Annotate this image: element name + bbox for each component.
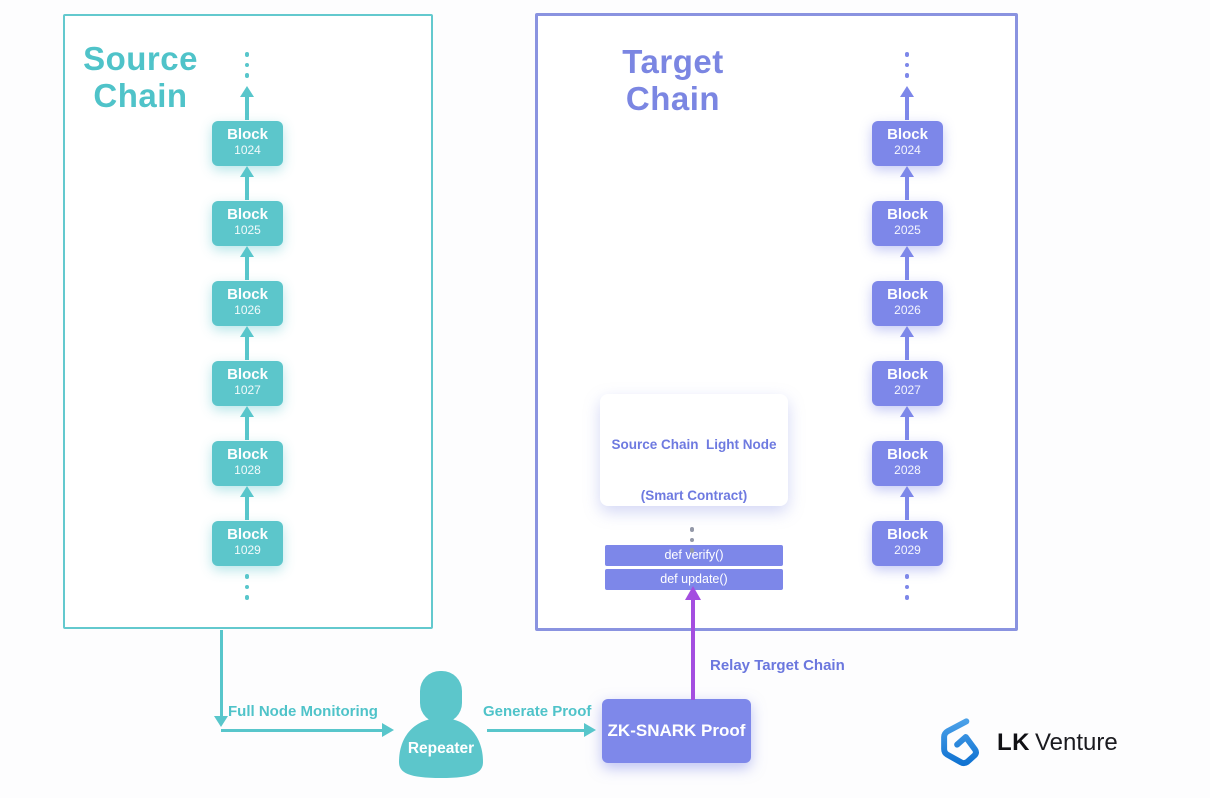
up-arrow-icon bbox=[900, 166, 914, 200]
repeater-label: Repeater bbox=[407, 740, 475, 757]
source-chain-title-line1: Source bbox=[83, 40, 198, 77]
source-block-1029: Block 1029 bbox=[212, 521, 283, 566]
source-block-1028: Block 1028 bbox=[212, 441, 283, 486]
up-arrow-icon bbox=[240, 326, 254, 360]
source-block-1024: Block 1024 bbox=[212, 121, 283, 166]
up-arrow-icon bbox=[900, 326, 914, 360]
up-arrow-icon bbox=[240, 86, 254, 120]
target-block-2025: Block 2025 bbox=[872, 201, 943, 246]
target-block-2027: Block 2027 bbox=[872, 361, 943, 406]
target-block-2024: Block 2024 bbox=[872, 121, 943, 166]
light-node-methods: def verify() def update() bbox=[605, 545, 783, 590]
up-arrow-icon bbox=[240, 166, 254, 200]
target-block-2028: Block 2028 bbox=[872, 441, 943, 486]
ellipsis-icon bbox=[688, 527, 696, 553]
light-node-method-verify: def verify() bbox=[605, 545, 783, 566]
source-block-1027: Block 1027 bbox=[212, 361, 283, 406]
down-arrow-icon bbox=[214, 716, 228, 727]
right-arrow-icon bbox=[584, 723, 596, 737]
up-arrow-icon bbox=[240, 406, 254, 440]
lk-venture-logo-icon bbox=[941, 718, 979, 767]
up-arrow-icon bbox=[900, 486, 914, 520]
relay-target-chain-label: Relay Target Chain bbox=[710, 657, 845, 674]
up-arrow-icon bbox=[240, 246, 254, 280]
up-arrow-icon bbox=[900, 406, 914, 440]
target-block-2029: Block 2029 bbox=[872, 521, 943, 566]
zk-snark-proof-label: ZK-SNARK Proof bbox=[607, 721, 746, 740]
right-arrow-icon bbox=[382, 723, 394, 737]
light-node-title: Source Chain Light Node (Smart Contract) bbox=[611, 437, 777, 503]
ellipsis-icon bbox=[903, 52, 911, 78]
target-chain-title: Target Chain bbox=[603, 43, 743, 117]
up-arrow-icon bbox=[240, 486, 254, 520]
monitor-connector-horizontal bbox=[221, 729, 382, 732]
repeater-person-icon bbox=[395, 668, 487, 780]
target-chain-title-line2: Chain bbox=[625, 80, 721, 117]
generate-proof-connector bbox=[487, 729, 585, 732]
ellipsis-icon bbox=[243, 52, 251, 78]
ellipsis-icon bbox=[903, 574, 911, 600]
target-block-2026: Block 2026 bbox=[872, 281, 943, 326]
light-node-card: Source Chain Light Node (Smart Contract)… bbox=[600, 394, 788, 590]
source-chain-title: Source Chain bbox=[68, 40, 213, 114]
source-block-1025: Block 1025 bbox=[212, 201, 283, 246]
up-arrow-icon bbox=[900, 86, 914, 120]
light-node-method-update: def update() bbox=[605, 569, 783, 590]
logo-text-bold: LK bbox=[997, 729, 1030, 756]
full-node-monitoring-label: Full Node Monitoring bbox=[228, 703, 378, 720]
monitor-connector-vertical bbox=[220, 630, 223, 718]
generate-proof-label: Generate Proof bbox=[483, 703, 592, 720]
target-chain-title-line1: Target bbox=[622, 43, 724, 80]
source-chain-title-line2: Chain bbox=[93, 77, 188, 114]
relay-arrow-icon bbox=[684, 586, 701, 700]
up-arrow-icon bbox=[900, 246, 914, 280]
logo-text-regular: Venture bbox=[1035, 729, 1118, 756]
ellipsis-icon bbox=[243, 574, 251, 600]
source-block-1026: Block 1026 bbox=[212, 281, 283, 326]
zk-snark-proof-box: ZK-SNARK Proof bbox=[602, 699, 751, 763]
